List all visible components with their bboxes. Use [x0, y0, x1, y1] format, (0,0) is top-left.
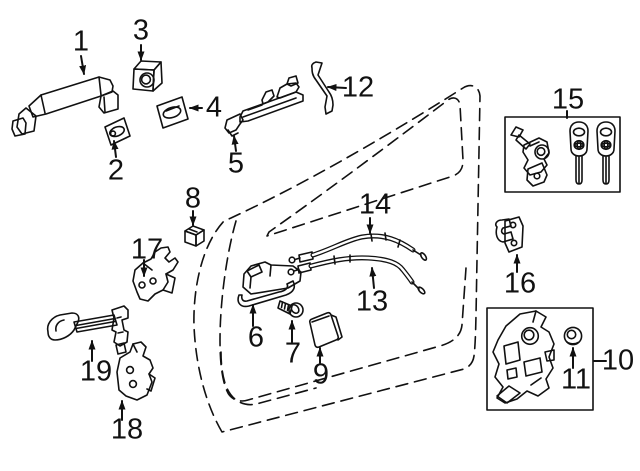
callout-arrow-5	[231, 136, 239, 151]
part-clip	[185, 226, 204, 246]
callout-label-9: 9	[312, 358, 330, 391]
part-upper-hinge-bracket	[133, 247, 178, 301]
part-door-lock-actuator-kit	[487, 308, 593, 410]
part-mounting-screw	[278, 301, 303, 317]
callout-label-8: 8	[184, 182, 202, 215]
callout-label-3: 3	[132, 14, 150, 47]
part-lock-rod	[312, 62, 333, 114]
callout-label-14: 14	[358, 188, 392, 221]
callout-label-12: 12	[341, 71, 375, 104]
part-door-check-strap	[48, 306, 128, 354]
door-inner-panel-line	[220, 221, 466, 401]
callout-label-11: 11	[560, 363, 592, 396]
part-handle-bezel-pad	[157, 97, 188, 128]
callout-label-1: 1	[72, 25, 90, 58]
part-lower-hinge	[117, 342, 155, 400]
callout-label-17: 17	[130, 233, 164, 266]
kit-box-15	[505, 117, 620, 192]
door-window-opening	[267, 98, 463, 236]
part-lock-cylinder-cap	[133, 61, 162, 91]
callout-arrow-1	[79, 56, 87, 74]
callout-label-2: 2	[107, 154, 125, 187]
callout-label-5: 5	[227, 147, 245, 180]
part-striker-plate	[496, 217, 523, 252]
callout-label-4: 4	[205, 91, 223, 124]
part-handle-cover-plate	[105, 118, 130, 145]
door-inner-panel-line-2	[221, 352, 316, 405]
master-key-2	[597, 122, 615, 184]
door-lock-actuator	[493, 311, 554, 403]
callout-label-13: 13	[355, 285, 389, 318]
part-lock-control-cable	[288, 255, 426, 295]
key-cylinder	[511, 127, 549, 186]
part-lock-cylinder-and-keys-kit	[505, 117, 620, 192]
callout-label-15: 15	[551, 83, 585, 116]
callout-label-7: 7	[284, 337, 302, 370]
callout-label-6: 6	[247, 321, 265, 354]
kit-box-10	[487, 308, 593, 410]
callout-label-18: 18	[110, 413, 144, 446]
grommet	[564, 327, 581, 344]
part-handle-frame-bracket	[225, 76, 303, 136]
callout-label-19: 19	[79, 355, 113, 388]
part-exterior-door-handle	[12, 77, 118, 136]
door-outline	[194, 86, 480, 432]
part-release-control-cable	[289, 233, 427, 263]
part-cover-plate	[310, 313, 342, 348]
door-outer-edge	[194, 86, 480, 432]
callout-arrow-12	[328, 83, 346, 91]
callout-label-10: 10	[601, 344, 635, 377]
callout-arrows	[79, 45, 606, 420]
callout-arrow-2	[111, 141, 119, 157]
callout-arrow-13	[369, 268, 377, 288]
callout-label-16: 16	[503, 267, 537, 300]
master-key-1	[570, 122, 588, 184]
